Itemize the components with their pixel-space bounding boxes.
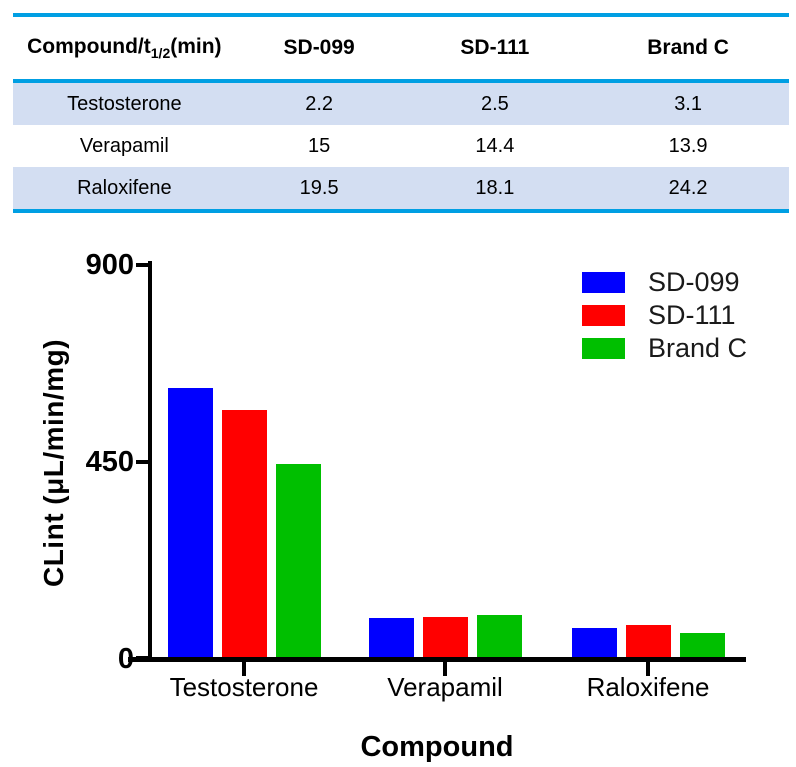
row-value: 2.5 [480, 92, 509, 115]
y-tick-0 [136, 656, 149, 660]
row-compound: Verapamil [79, 134, 169, 157]
legend-label-sd099: SD-099 [648, 267, 740, 297]
legend-swatch-sd111 [582, 305, 625, 326]
legend-item-sd099: SD-099 [582, 266, 747, 299]
bar-sd099-verapamil [369, 618, 414, 657]
row-value: 18.1 [475, 176, 515, 199]
row-compound: Raloxifene [77, 176, 172, 199]
legend-swatch-brandc [582, 338, 625, 359]
bar-sd111-testosterone [222, 410, 267, 657]
bar-brandc-raloxifene [680, 633, 725, 657]
y-tick-label-900: 900 [85, 249, 134, 281]
table-header-sd111: SD-111 [460, 36, 530, 59]
row-value: 24.2 [668, 176, 708, 199]
legend-label-brandc: Brand C [648, 333, 748, 363]
table-header-brandc: Brand C [647, 36, 729, 59]
bar-sd111-raloxifene [626, 625, 671, 657]
row-value: 3.1 [674, 92, 702, 115]
y-tick-label-450: 450 [85, 446, 134, 478]
bar-brandc-testosterone [276, 464, 321, 657]
y-tick-450 [136, 460, 149, 464]
chart-legend: SD-099 SD-111 Brand C [582, 266, 747, 365]
legend-item-sd111: SD-111 [582, 299, 747, 332]
row-value: 2.2 [305, 92, 334, 115]
row-value: 14.4 [475, 134, 515, 157]
x-category-testosterone: Testosterone [169, 672, 319, 702]
y-axis-line [148, 261, 152, 661]
x-axis-line [128, 657, 746, 662]
x-tick-verapamil [443, 662, 447, 676]
row-compound: Testosterone [67, 92, 182, 115]
half-life-table: Compound/t1/2(min) SD-099 SD-111 Brand C… [13, 13, 789, 213]
table-row: Verapamil 15 14.4 13.9 [13, 125, 789, 167]
table-header-compound: Compound/t1/2(min) [27, 34, 222, 62]
bar-brandc-verapamil [477, 615, 522, 657]
table-header-sd099: SD-099 [283, 36, 355, 59]
x-tick-raloxifene [646, 662, 650, 676]
legend-swatch-sd099 [582, 272, 625, 293]
bar-sd099-testosterone [168, 388, 213, 657]
y-tick-label-0: 0 [117, 643, 134, 675]
table-row: Testosterone 2.2 2.5 3.1 [13, 83, 789, 125]
table-row: Raloxifene 19.5 18.1 24.2 [13, 167, 789, 209]
bar-sd099-raloxifene [572, 628, 617, 657]
x-category-raloxifene: Raloxifene [586, 672, 710, 702]
row-value: 19.5 [299, 176, 339, 199]
legend-label-sd111: SD-111 [648, 300, 736, 330]
legend-item-brandc: Brand C [582, 332, 747, 365]
x-axis-title: Compound [360, 731, 514, 763]
row-value: 13.9 [668, 134, 708, 157]
row-value: 15 [307, 134, 331, 157]
bar-sd111-verapamil [423, 617, 468, 657]
x-category-verapamil: Verapamil [387, 672, 503, 702]
x-tick-testosterone [242, 662, 246, 676]
table-header-row: Compound/t1/2(min) SD-099 SD-111 Brand C [13, 17, 789, 83]
y-tick-900 [136, 263, 149, 267]
